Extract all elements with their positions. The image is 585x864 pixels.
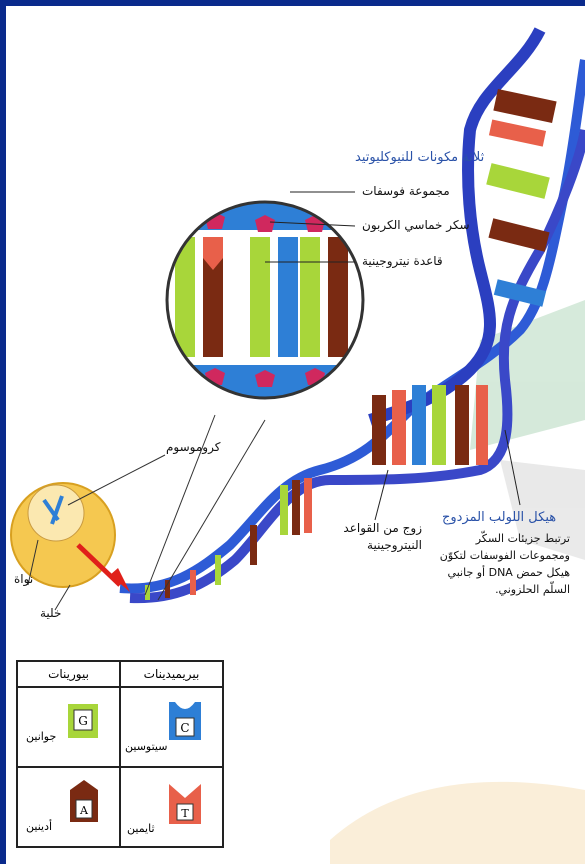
thymine-name: ثايمين xyxy=(127,822,155,835)
legend-cell-thymine: T ثايمين xyxy=(120,767,223,847)
sugar-label: سكر خماسي الكربون xyxy=(362,218,470,232)
legend-cell-cytosine: C سيتوسين xyxy=(120,687,223,767)
chromosome-label: كروموسوم xyxy=(166,440,220,454)
magnified-dna-segment xyxy=(160,183,380,417)
adenine-letter: A xyxy=(79,804,89,817)
phosphate-label: مجموعة فوسفات xyxy=(362,184,450,198)
nucleotide-components-title: ثلاثة مكونات للنيوكليوتيد xyxy=(355,150,484,165)
base-label: قاعدة نيتروجينية xyxy=(362,254,443,268)
legend-cell-adenine: A أدينين xyxy=(17,767,120,847)
purines-header: بيورينات xyxy=(17,661,120,687)
cell-label: خلية xyxy=(40,606,61,620)
adenine-name: أدينين xyxy=(26,820,52,833)
legend-cell-guanine: G جوانين xyxy=(17,687,120,767)
cytosine-letter: C xyxy=(180,721,189,735)
base-pair-label: زوج من القواعد النيتروجينية xyxy=(342,520,422,554)
bases-legend-table: بيورينات بيريميدينات G جوانين C سيتوسين xyxy=(16,660,224,848)
guanine-name: جوانين xyxy=(26,730,56,743)
double-helix-title: هيكل اللولب المزدوج xyxy=(442,510,556,525)
double-helix-description: ترتبط جزيئات السكّر ومجموعات الفوسفات لت… xyxy=(430,530,570,598)
cytosine-name: سيتوسين xyxy=(125,740,167,753)
pyrimidines-header: بيريميدينات xyxy=(120,661,223,687)
nucleus-label: نواة xyxy=(14,572,33,586)
guanine-letter: G xyxy=(78,714,88,728)
thymine-letter: T xyxy=(181,807,189,820)
